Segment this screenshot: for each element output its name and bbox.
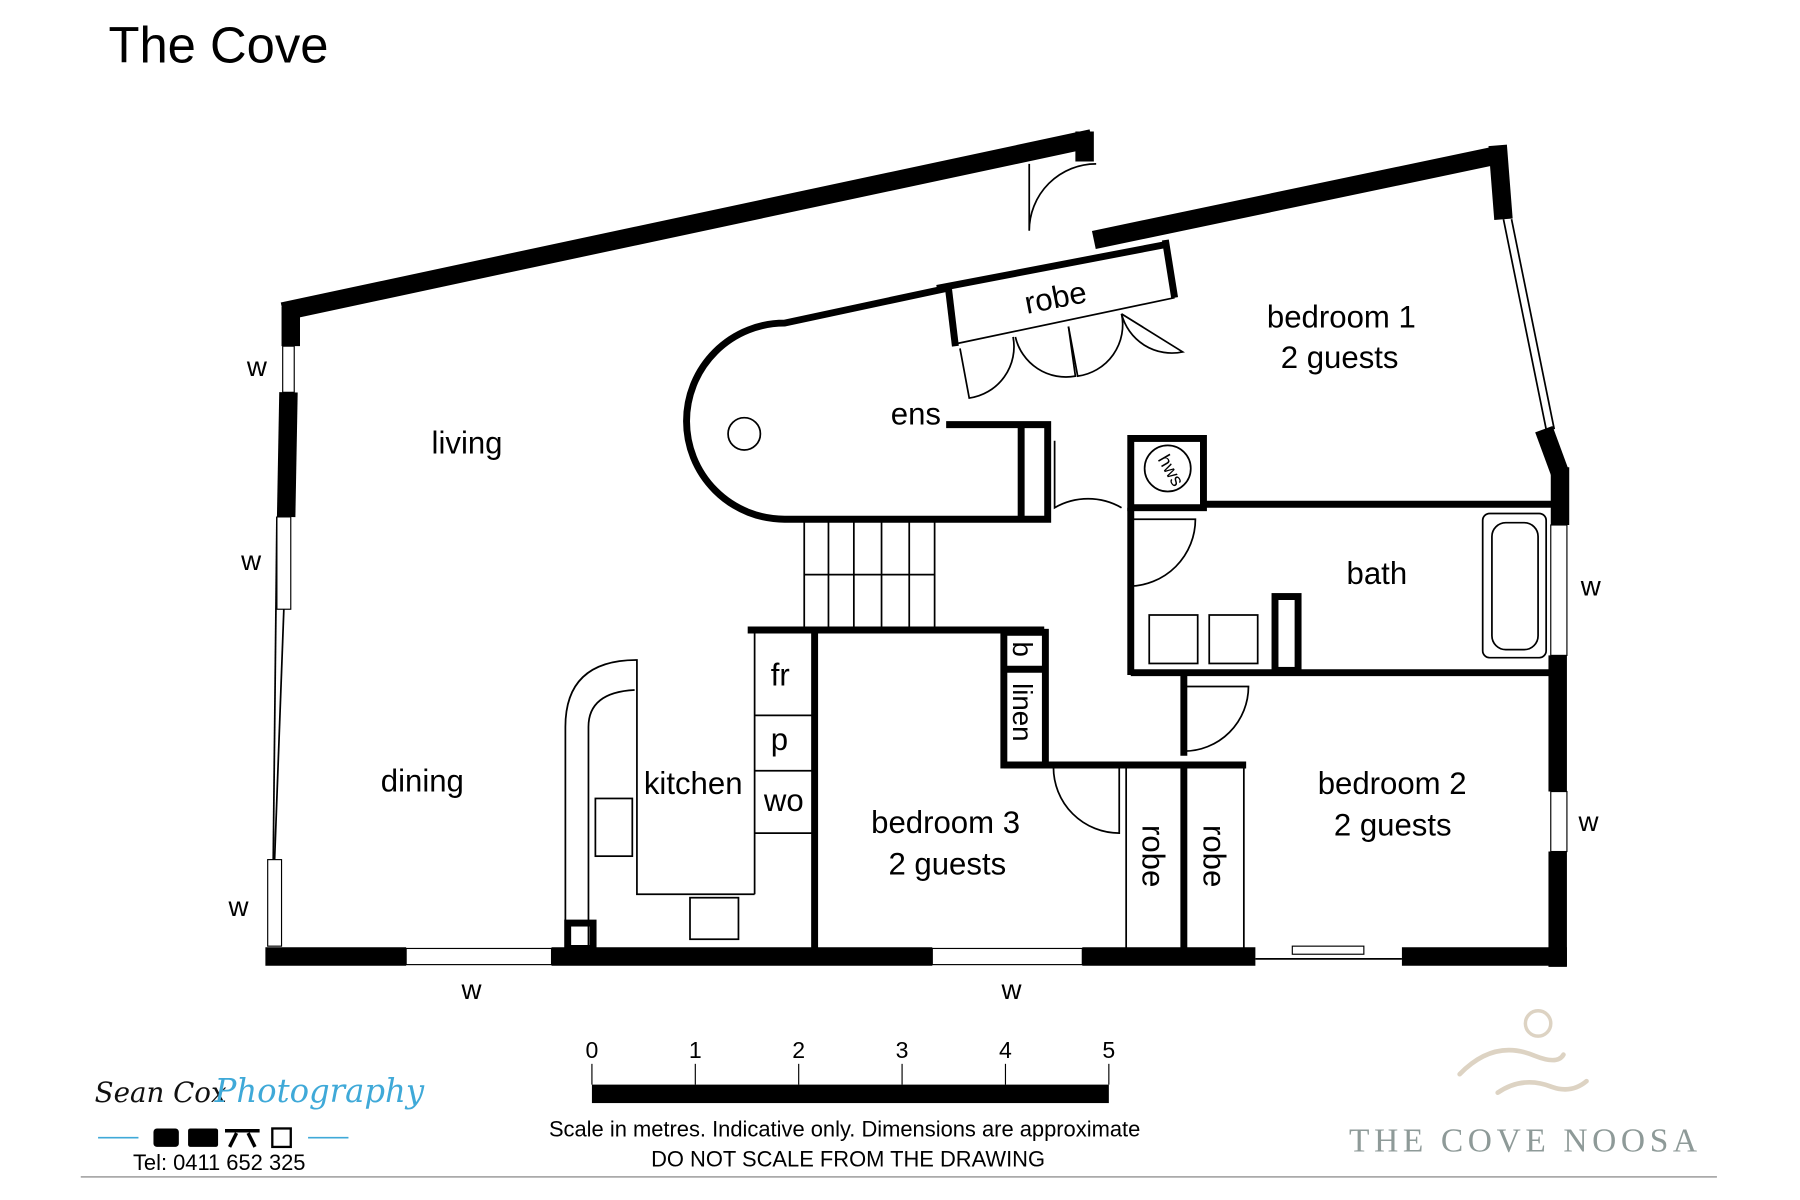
scale-tick-label: 2 xyxy=(792,1037,805,1063)
video-camera-icon xyxy=(188,1128,219,1147)
window-label: w xyxy=(227,891,249,922)
label-living: living xyxy=(432,425,503,460)
scale-note: Scale in metres. Indicative only. Dimens… xyxy=(549,1117,1140,1142)
photographer-logo: Sean Cox Photography Tel: 0411 652 325 xyxy=(95,1072,425,1175)
label-bedroom3-guests: 2 guests xyxy=(888,847,1006,882)
label-bedroom1: bedroom 1 xyxy=(1267,300,1416,335)
scale-tick-label: 0 xyxy=(586,1037,599,1063)
drone-icon xyxy=(224,1129,260,1148)
label-linen: linen xyxy=(1007,683,1038,742)
window-label: w xyxy=(240,545,262,576)
window-labels: w w w w w w w xyxy=(227,351,1601,1005)
label-pantry: p xyxy=(771,722,788,757)
window-label: w xyxy=(1577,806,1599,837)
photographer-script: Photography xyxy=(214,1072,425,1110)
doors xyxy=(959,162,1250,834)
label-bedroom2-guests: 2 guests xyxy=(1334,807,1452,842)
window-label: w xyxy=(461,974,483,1005)
photographer-name: Sean Cox xyxy=(95,1076,227,1109)
label-washer: wo xyxy=(763,783,804,818)
camera-icon xyxy=(153,1128,179,1147)
label-bedroom3: bedroom 3 xyxy=(871,805,1020,840)
label-bath: bath xyxy=(1347,556,1408,591)
interior-walls xyxy=(564,239,1560,952)
label-bedroom1-guests: 2 guests xyxy=(1281,340,1399,375)
scale-bar: 0 1 2 3 4 5 Scale in metres. Indicative only.… xyxy=(549,1037,1140,1171)
photographer-phone: Tel: 0411 652 325 xyxy=(133,1150,306,1175)
label-broom: b xyxy=(1007,642,1038,657)
scale-tick-label: 1 xyxy=(689,1037,702,1063)
label-kitchen: kitchen xyxy=(644,766,743,801)
label-robe-bed2: robe xyxy=(1196,825,1231,887)
floorplan-icon xyxy=(271,1127,292,1149)
walls xyxy=(265,129,1570,967)
label-hws: hws xyxy=(1154,451,1189,490)
plan-title: The Cove xyxy=(108,16,328,73)
label-dining: dining xyxy=(381,764,464,799)
scale-tick-label: 5 xyxy=(1102,1037,1115,1063)
cove-noosa-logo: THE COVE NOOSA xyxy=(1349,1009,1702,1160)
scale-tick-label: 4 xyxy=(999,1037,1012,1063)
label-robe-bed3: robe xyxy=(1135,825,1170,887)
scale-warning: DO NOT SCALE FROM THE DRAWING xyxy=(651,1147,1045,1172)
room-labels: living dining kitchen fr p wo ens robe b… xyxy=(381,274,1467,887)
label-fridge: fr xyxy=(771,657,790,692)
window-label: w xyxy=(1580,570,1602,601)
label-bedroom2: bedroom 2 xyxy=(1318,766,1467,801)
stairs xyxy=(803,521,936,629)
label-ensuite: ens xyxy=(891,397,941,432)
scale-tick-label: 3 xyxy=(896,1037,909,1063)
window-label: w xyxy=(246,351,268,382)
brand-name: THE COVE NOOSA xyxy=(1349,1123,1702,1160)
label-robe-bed1: robe xyxy=(1022,274,1090,320)
window-label: w xyxy=(1001,974,1023,1005)
windows xyxy=(267,219,1568,966)
